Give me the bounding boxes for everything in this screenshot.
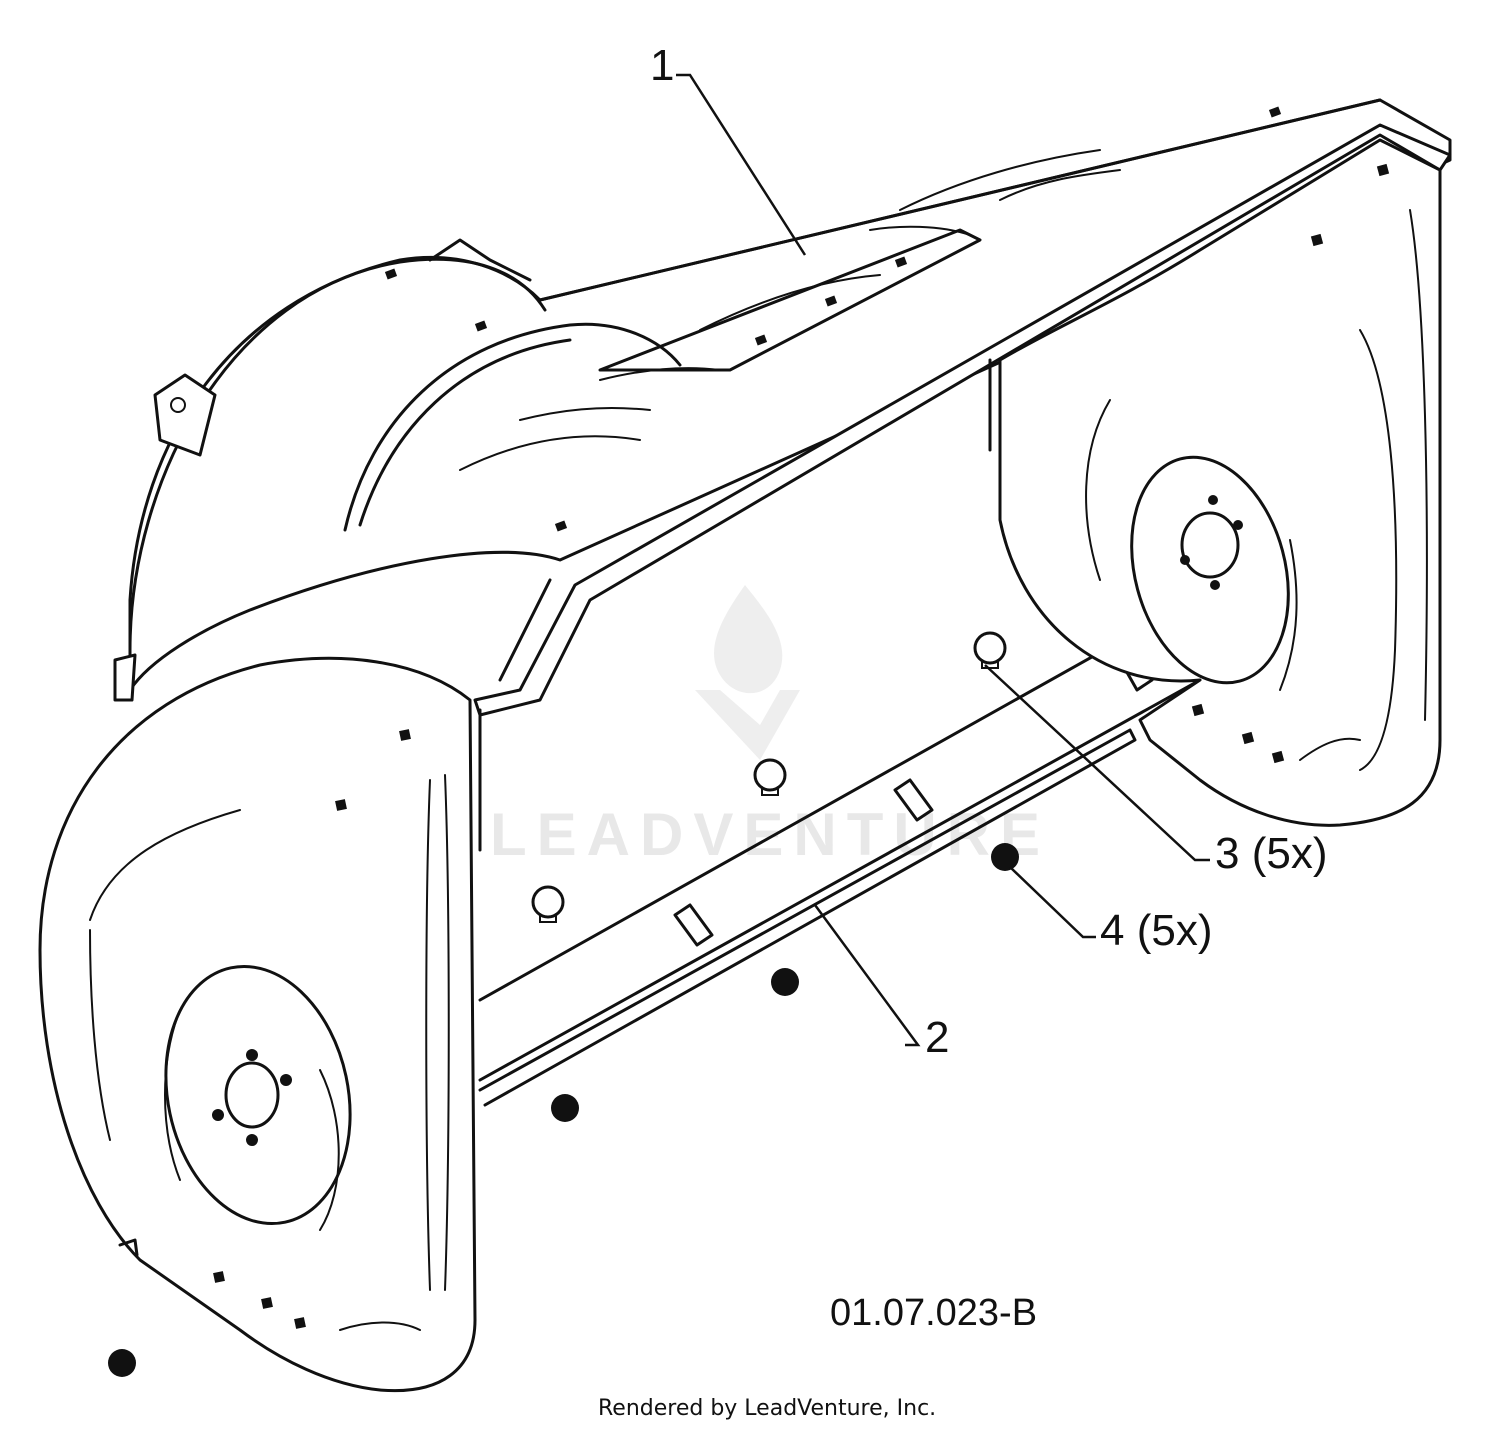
lock-nuts	[108, 843, 1019, 1377]
left-bearing-plate	[164, 964, 352, 1226]
tab-hole	[170, 397, 186, 413]
housing-scroll	[113, 98, 1452, 702]
carriage-bolt	[531, 885, 565, 923]
scroll-top-edge	[538, 98, 1382, 302]
callout-1: 1	[650, 41, 674, 90]
lock-nut	[991, 843, 1019, 871]
leader-1	[676, 73, 807, 256]
leader-3	[984, 664, 1210, 862]
top-bracket	[428, 238, 532, 282]
leader-lines	[676, 73, 1210, 1047]
watermark: LEADVENTURE	[490, 585, 1050, 868]
render-credit: Rendered by LeadVenture, Inc.	[598, 1396, 936, 1421]
leader-2	[813, 904, 921, 1047]
watermark-v-icon	[695, 690, 800, 760]
carriage-bolt	[753, 758, 787, 796]
diagram-code: 01.07.023-B	[830, 1292, 1037, 1334]
callout-4: 4 (5x)	[1100, 906, 1212, 955]
leader-4	[1009, 866, 1096, 939]
drum-rim	[343, 322, 682, 532]
lock-nut	[771, 968, 799, 996]
drum-rim-inner	[358, 338, 572, 527]
left-bottom-tab	[113, 653, 137, 702]
left-side-plate	[38, 656, 477, 1393]
watermark-text: LEADVENTURE	[490, 801, 1050, 868]
top-plate	[598, 228, 982, 372]
rear-disc-outline	[128, 257, 547, 652]
lock-nut	[551, 1094, 579, 1122]
left-bearing	[224, 1061, 280, 1129]
callout-3: 3 (5x)	[1215, 829, 1327, 878]
shave-plate	[478, 728, 1137, 1107]
lock-nut	[108, 1349, 136, 1377]
watermark-flame-icon	[714, 585, 783, 694]
right-bearing-plate	[1130, 455, 1290, 685]
left-tab	[153, 373, 217, 457]
right-bearing	[1180, 511, 1240, 579]
callout-2: 2	[925, 1013, 949, 1062]
carriage-bolt	[973, 631, 1007, 669]
right-side-plate	[998, 138, 1442, 827]
